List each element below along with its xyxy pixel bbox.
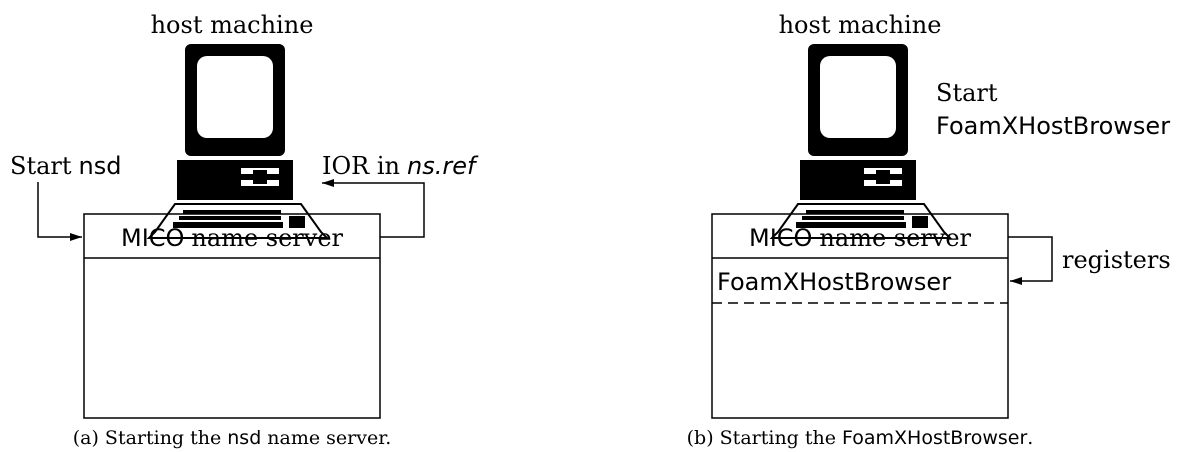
start-nsd-arrow <box>37 182 82 241</box>
registers-arrow <box>1008 236 1053 285</box>
server-box-b <box>711 213 1009 419</box>
computer-icon-a <box>148 43 328 239</box>
computer-icon-b <box>771 43 951 239</box>
panel-b: host machine Start FoamXHostBrowser MICO… <box>687 11 1171 449</box>
foamx-entry-label: FoamXHostBrowser <box>717 268 951 296</box>
host-machine-heading-a: host machine <box>151 11 314 39</box>
host-machine-heading-b: host machine <box>779 11 942 39</box>
server-box-a <box>83 213 381 419</box>
registers-label: registers <box>1062 246 1171 274</box>
ior-arrow <box>322 179 425 238</box>
start-label-b: Start <box>936 79 998 107</box>
start-cmd-label-b: FoamXHostBrowser <box>936 112 1170 140</box>
